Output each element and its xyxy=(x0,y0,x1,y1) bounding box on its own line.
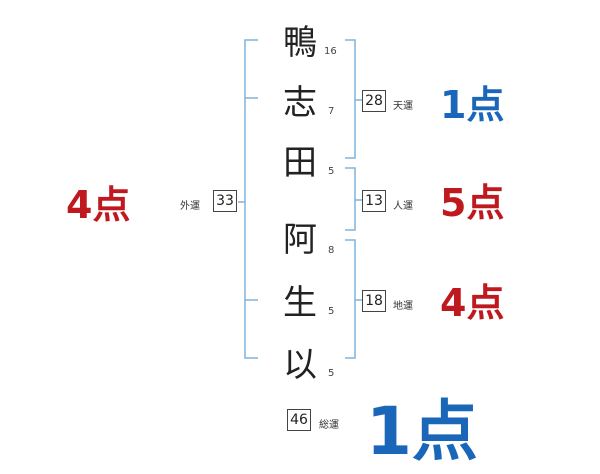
souun-value-box: 46 xyxy=(287,409,311,431)
tenun-value-box: 28 xyxy=(362,90,386,112)
kanji-1: 鴨 xyxy=(283,23,317,63)
kanji-2: 志 xyxy=(283,83,317,123)
kanji-5: 生 xyxy=(283,283,317,323)
gaiun-value-box: 33 xyxy=(213,190,237,212)
jinun-value-box: 13 xyxy=(362,190,386,212)
stroke-count-6: 5 xyxy=(328,368,335,379)
gaiun-bracket xyxy=(244,39,258,359)
tenun-label: 天運 xyxy=(393,101,413,112)
jinun-score: 5点 xyxy=(440,181,505,225)
tenun-score: 1点 xyxy=(440,83,505,127)
gaiun-score: 4点 xyxy=(66,183,131,227)
stroke-count-4: 8 xyxy=(328,245,335,256)
chiun-label: 地運 xyxy=(393,301,413,312)
stroke-count-3: 5 xyxy=(328,166,335,177)
kanji-6: 以 xyxy=(283,345,317,385)
stroke-count-1: 16 xyxy=(324,46,337,57)
gaiun-label: 外運 xyxy=(180,201,200,212)
souun-label: 総運 xyxy=(319,420,339,431)
kanji-3: 田 xyxy=(283,143,317,183)
souun-score: 1点 xyxy=(366,393,478,470)
jinun-bracket xyxy=(345,167,356,231)
chiun-value-box: 18 xyxy=(362,290,386,312)
tenun-bracket xyxy=(345,39,356,159)
kanji-4: 阿 xyxy=(283,220,317,260)
chiun-score: 4点 xyxy=(440,281,505,325)
jinun-label: 人運 xyxy=(393,201,413,212)
stroke-count-2: 7 xyxy=(328,106,335,117)
chiun-bracket xyxy=(345,239,356,359)
stroke-count-5: 5 xyxy=(328,306,335,317)
